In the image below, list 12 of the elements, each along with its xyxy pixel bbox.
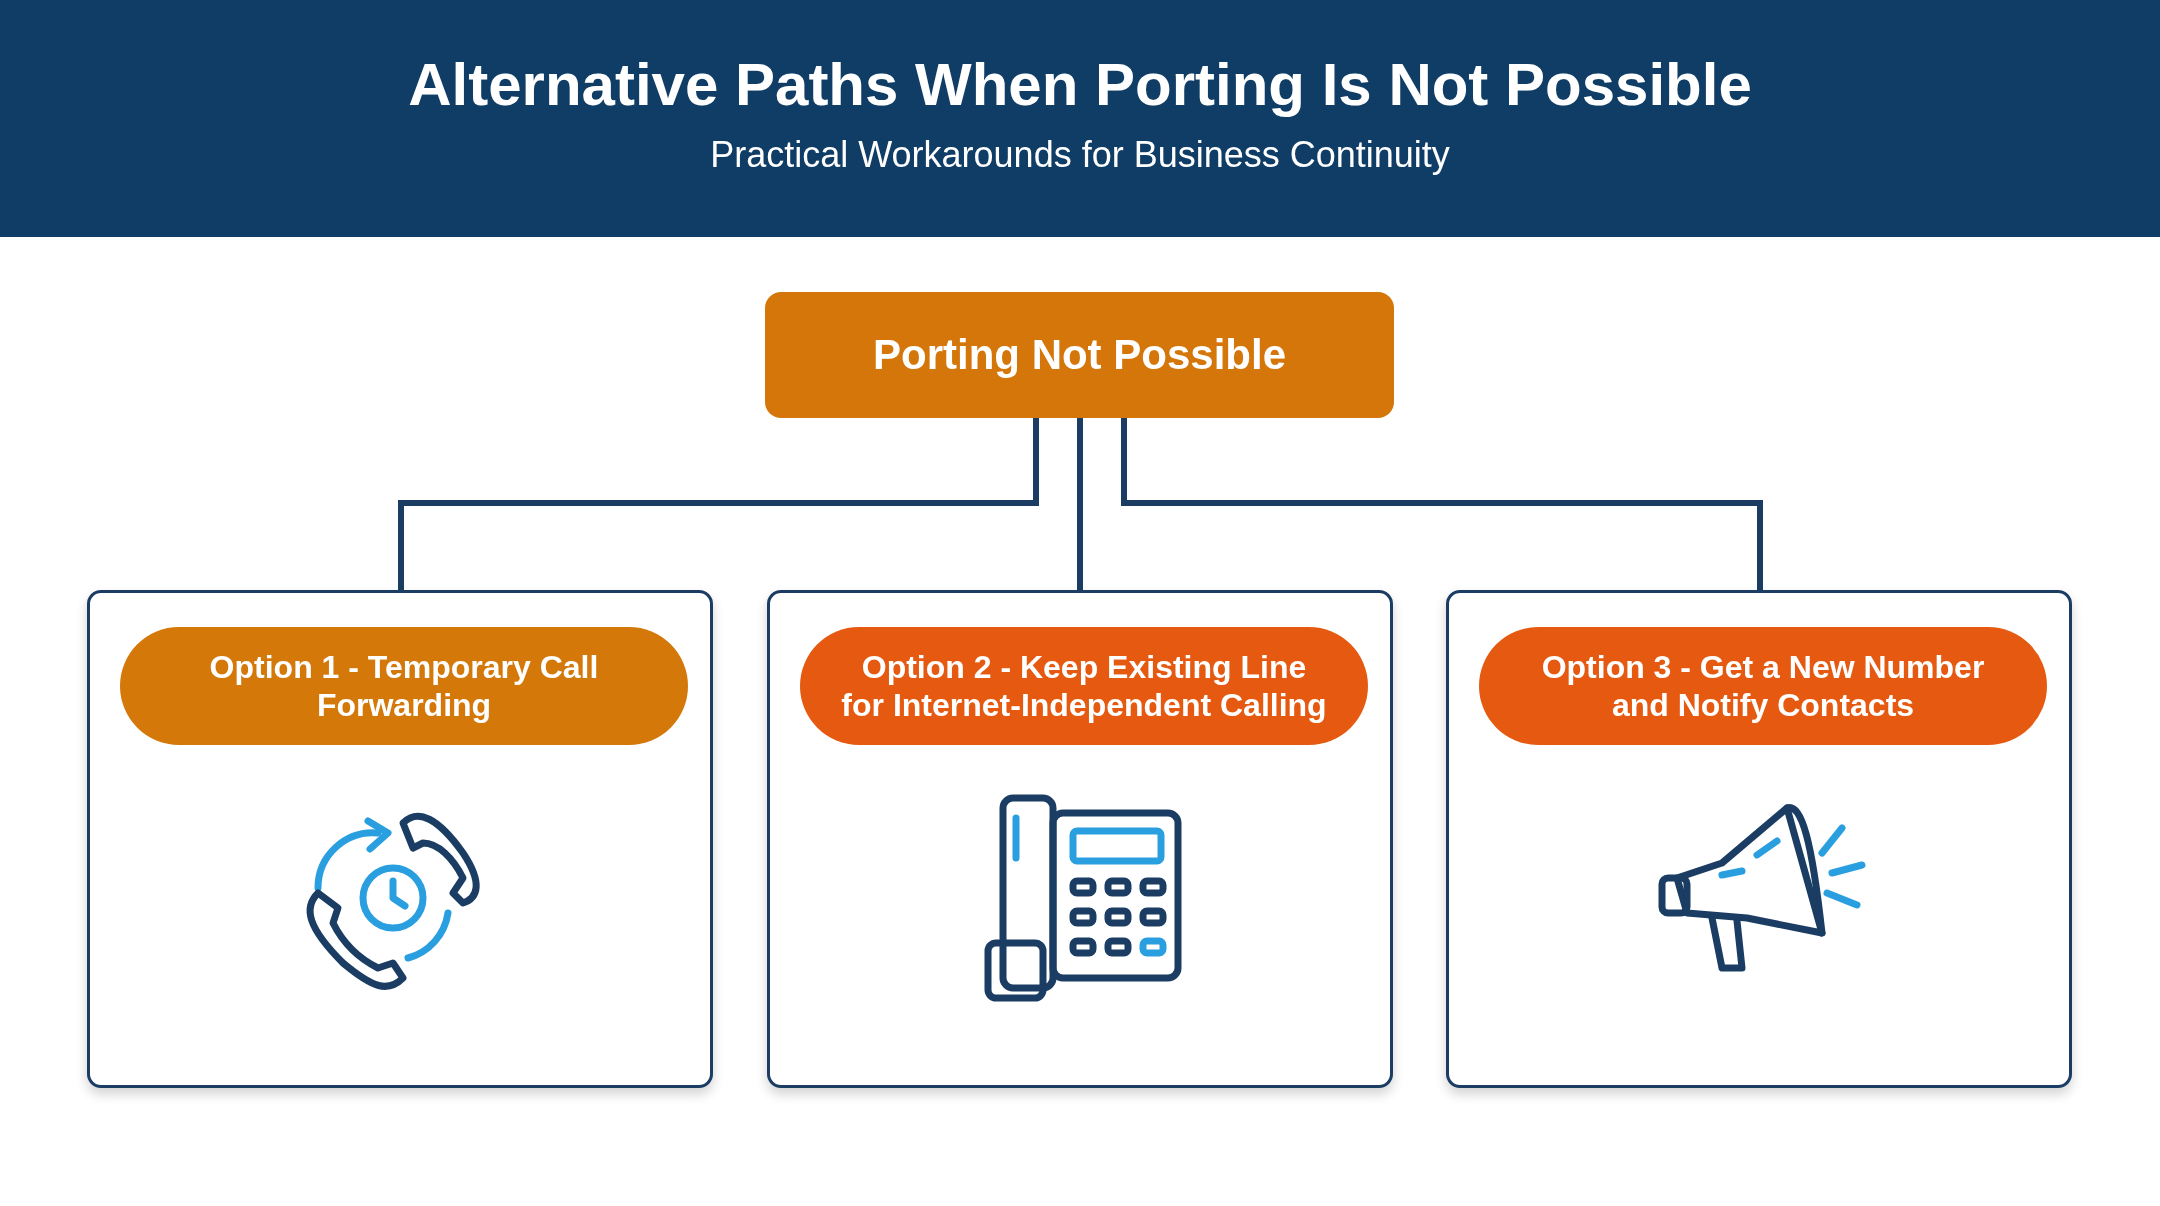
option-card [767,590,1393,1088]
option-card [1446,590,2072,1088]
title: Alternative Paths When Porting Is Not Possible [407,50,1753,119]
connector-line [398,418,1039,590]
option-card [87,590,713,1088]
option-pill: Option 3 - Get a New Number and Notify Contacts [1479,627,2047,745]
connector-line [1121,418,1763,590]
subtitle: Practical Workarounds for Business Continuity [709,134,1451,176]
decision-box: Porting Not Possible [765,292,1394,418]
option-pill: Option 2 - Keep Existing Line for Internet-Independent Calling [800,627,1368,745]
connector-line [1077,418,1083,590]
option-pill: Option 1 - Temporary Call Forwarding [120,627,688,745]
